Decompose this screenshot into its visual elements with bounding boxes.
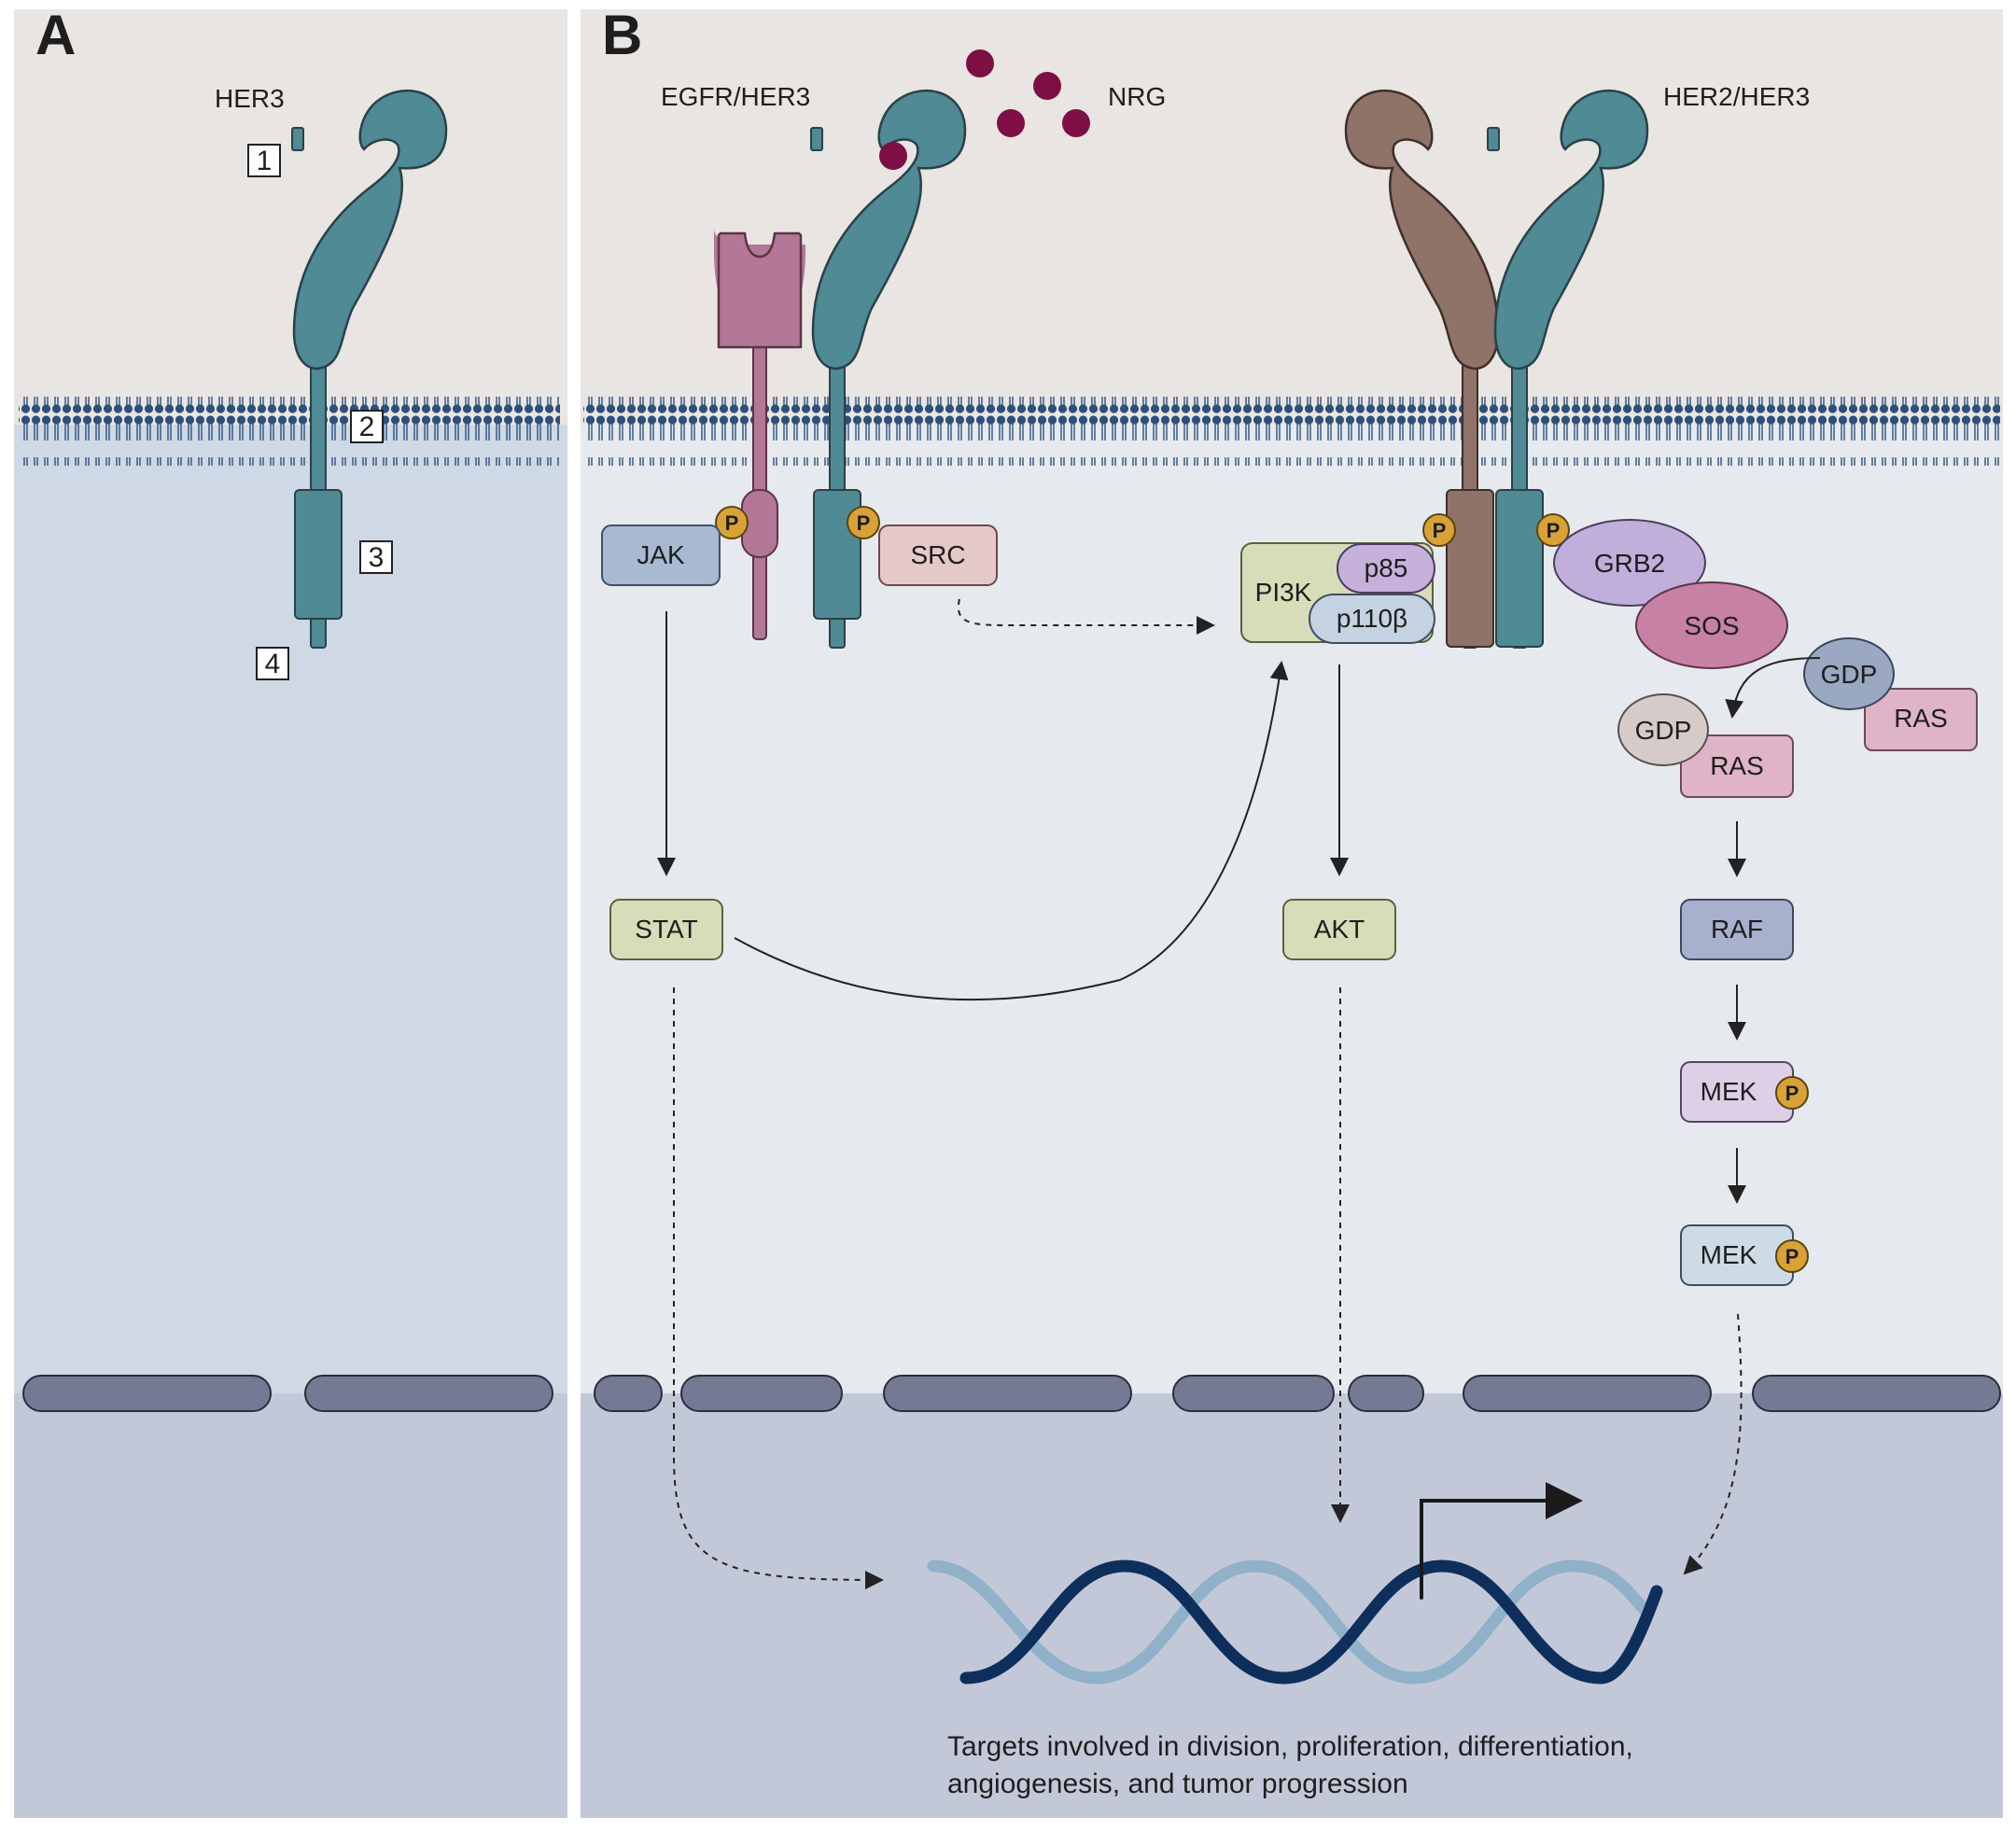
svg-text:JAK: JAK <box>637 540 685 569</box>
phospho-site-2: P <box>847 506 880 539</box>
plasma-membrane-a <box>19 397 560 466</box>
stat-node: STAT <box>609 899 723 960</box>
svg-text:PI3K: PI3K <box>1255 578 1312 607</box>
domain-marker-1: 1 <box>247 144 281 177</box>
mek-node-2: MEK P <box>1680 1224 1809 1286</box>
domain-marker-2: 2 <box>350 410 384 443</box>
svg-text:STAT: STAT <box>635 915 697 944</box>
svg-text:RAF: RAF <box>1711 915 1763 944</box>
svg-text:GRB2: GRB2 <box>1594 549 1665 578</box>
svg-text:p85: p85 <box>1365 553 1408 582</box>
stat-to-pi3k-arrow <box>734 661 1289 1001</box>
panel-b-letter: B <box>602 4 642 66</box>
signal-arrows <box>657 598 1821 1589</box>
svg-text:p110β: p110β <box>1337 604 1407 633</box>
phospho-site-1: P <box>715 506 749 539</box>
her2-receptor <box>1344 90 1500 649</box>
stat-to-nucleus-arrow <box>673 987 884 1589</box>
svg-text:4: 4 <box>265 649 281 679</box>
svg-text:SOS: SOS <box>1684 611 1739 640</box>
plasma-membrane-b <box>583 397 2000 466</box>
raf-node: RAF <box>1680 899 1794 960</box>
domain-marker-4: 4 <box>256 647 289 680</box>
svg-text:MEK: MEK <box>1701 1240 1757 1269</box>
akt-node: AKT <box>1282 899 1396 960</box>
svg-text:P: P <box>1547 519 1561 542</box>
nrg-label: NRG <box>1108 82 1166 111</box>
svg-text:P: P <box>725 511 739 535</box>
cytokine-receptor <box>714 228 805 640</box>
her3-receptor-a <box>291 90 448 649</box>
jak-node: JAK <box>601 524 721 586</box>
gdp-exchange-arrow <box>1725 657 1821 719</box>
svg-text:P: P <box>1785 1245 1799 1268</box>
svg-text:RAS: RAS <box>1894 704 1948 733</box>
her3-receptor-c <box>1493 90 1649 649</box>
domain-marker-3: 3 <box>359 540 393 574</box>
phospho-site-4: P <box>1536 513 1570 547</box>
svg-text:GDP: GDP <box>1821 660 1878 689</box>
dna-helix <box>927 1482 1663 1685</box>
caption-line-2: angiogenesis, and tumor progression <box>947 1769 1408 1799</box>
grb2-node: GRB2 <box>1553 519 1706 607</box>
mek-node-1: MEK P <box>1680 1061 1809 1123</box>
svg-text:MEK: MEK <box>1701 1077 1757 1106</box>
svg-text:P: P <box>1433 519 1447 542</box>
caption-line-1: Targets involved in division, proliferat… <box>947 1731 1633 1762</box>
svg-text:2: 2 <box>359 412 375 442</box>
mek-to-nucleus-arrow <box>1683 1313 1743 1575</box>
egfr-her3-label: EGFR/HER3 <box>661 82 810 111</box>
svg-text:3: 3 <box>369 542 385 573</box>
her3-label: HER3 <box>215 84 285 113</box>
src-node: SRC <box>878 524 998 586</box>
panel-a-letter: A <box>35 4 76 66</box>
pi3k-complex: PI3K p85 p110β <box>1240 542 1435 644</box>
svg-text:AKT: AKT <box>1314 915 1365 944</box>
svg-text:P: P <box>857 511 871 535</box>
bound-nrg <box>879 142 907 170</box>
ras-gdp-free: RAS GDP <box>1803 637 1978 751</box>
svg-text:RAS: RAS <box>1710 751 1764 780</box>
nuclear-envelope <box>22 1375 2001 1412</box>
svg-text:1: 1 <box>257 146 273 176</box>
nrg-ligand-dots <box>966 49 1090 137</box>
dimer-arm <box>1487 127 1500 151</box>
ras-gdp-bound: RAS GDP <box>1617 693 1794 798</box>
her2-her3-label: HER2/HER3 <box>1663 82 1810 111</box>
phospho-site-3: P <box>1422 513 1456 547</box>
svg-text:GDP: GDP <box>1635 716 1692 745</box>
panel-a-background <box>14 9 567 1818</box>
svg-text:SRC: SRC <box>910 540 965 569</box>
svg-text:P: P <box>1785 1082 1799 1105</box>
transcription-start-arrow <box>1420 1482 1583 1600</box>
sos-node: SOS <box>1635 581 1788 669</box>
